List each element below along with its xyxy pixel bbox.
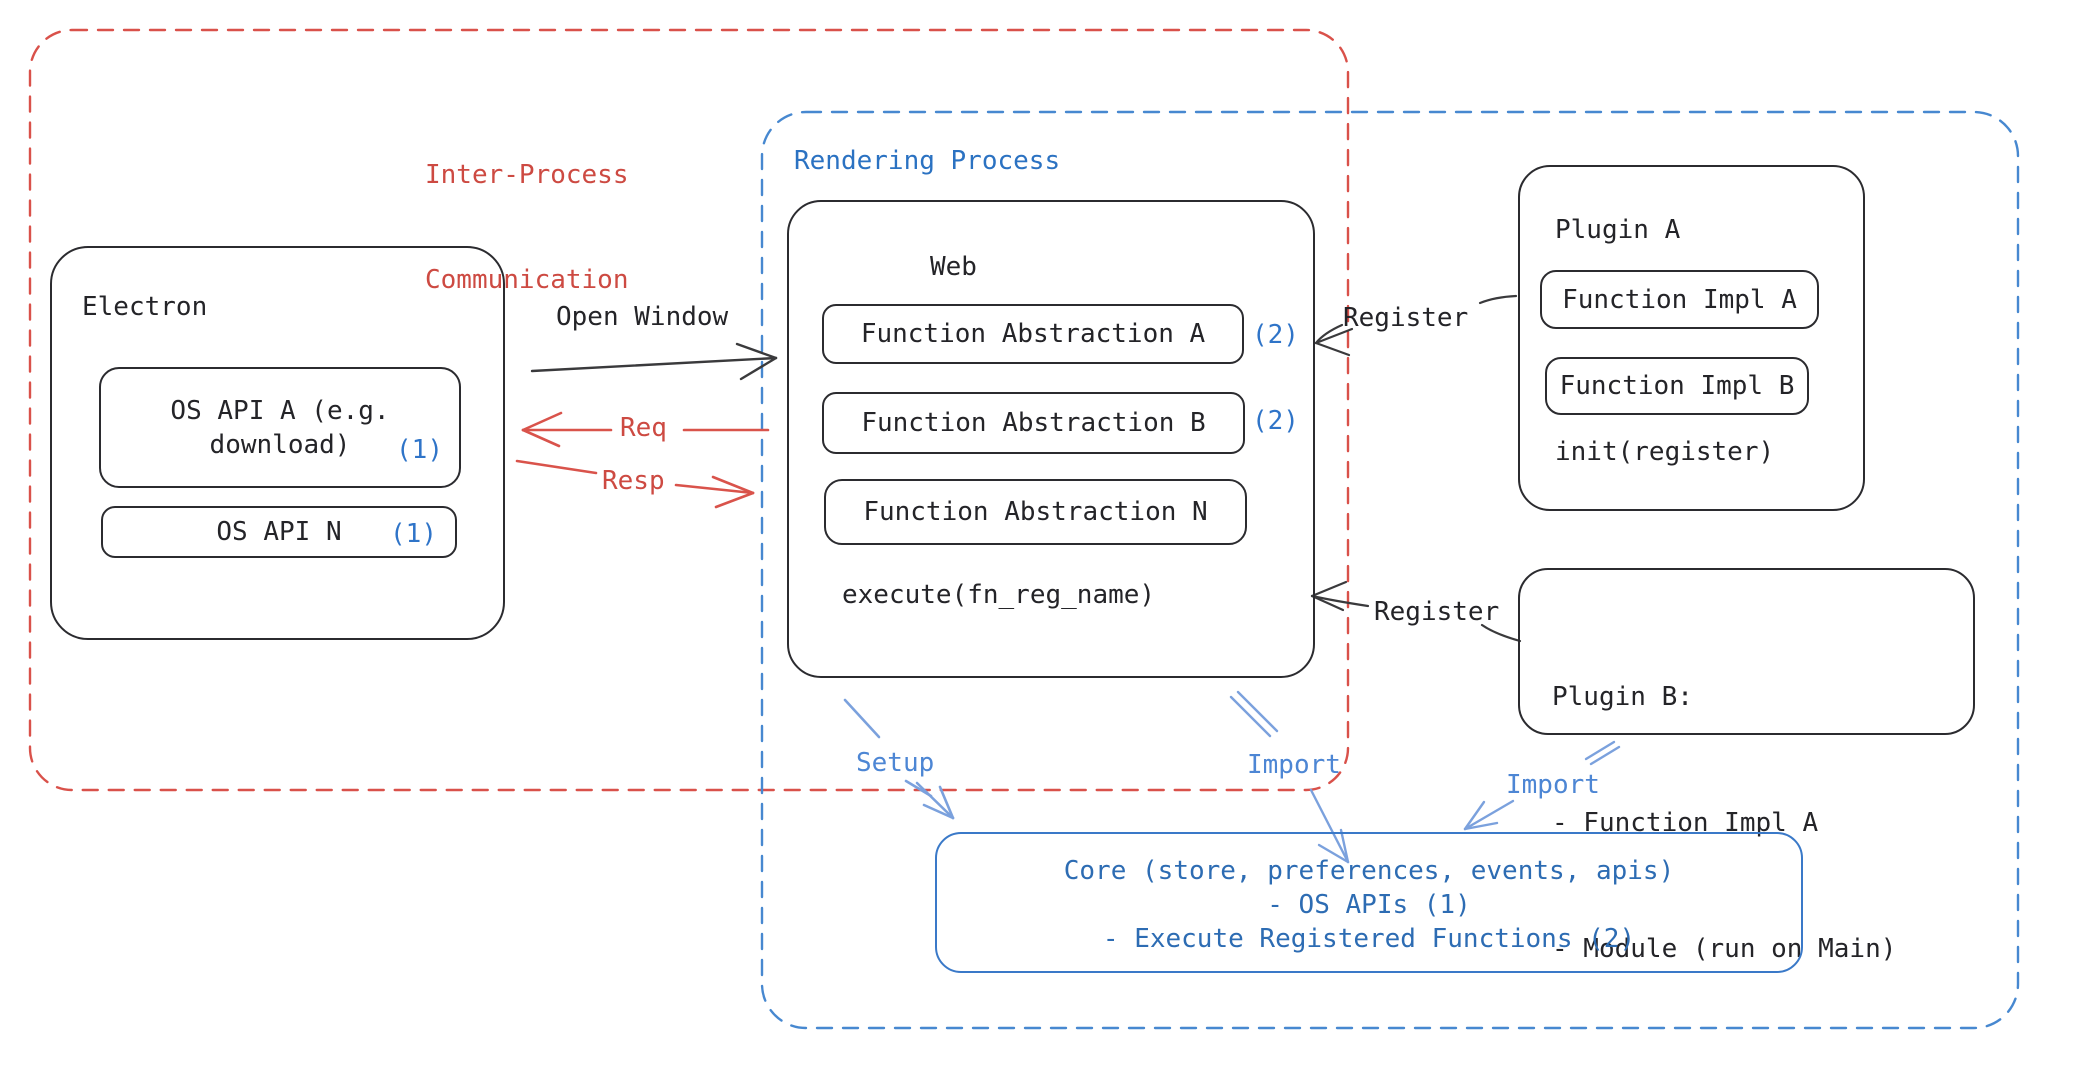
function-impl-a-box[interactable]: Function Impl A [1540, 270, 1819, 329]
import-plugin-b-label: Import [1506, 770, 1600, 800]
core-line2: - OS APIs (1) [1267, 890, 1471, 920]
plugin-b-text: Plugin B: - Function Impl A - Module (ru… [1552, 592, 1896, 1054]
ipc-region-label-line2: Communication [425, 265, 629, 295]
function-abstraction-a-box[interactable]: Function Abstraction A [822, 304, 1244, 364]
function-impl-b-box[interactable]: Function Impl B [1545, 357, 1809, 415]
register-plugin-b-label: Register [1374, 597, 1500, 627]
plugin-b-box[interactable]: Plugin B: - Function Impl A - Module (ru… [1518, 568, 1975, 964]
plugin-b-item-2: - Module (run on Main) [1552, 934, 1897, 964]
function-abstraction-a-label: Function Abstraction A [860, 319, 1206, 349]
function-abstraction-a-badge: (2) [1252, 320, 1299, 350]
os-api-n-badge: (1) [390, 519, 437, 549]
function-abstraction-b-label: Function Abstraction B [861, 408, 1206, 438]
os-api-a-line1: OS API A (e.g. [170, 395, 390, 426]
function-abstraction-n-box[interactable]: Function Abstraction N [824, 479, 1247, 545]
core-box[interactable]: Core (store, preferences, events, apis) … [935, 832, 1803, 973]
plugin-a-title: Plugin A [1555, 215, 1681, 245]
register-arrow-plugin-b[interactable] [1310, 580, 1522, 643]
import-arrow-plugin-b[interactable] [1463, 740, 1621, 831]
ipc-region-label-line1: Inter-Process [425, 160, 629, 190]
os-api-n-label: OS API N [216, 517, 342, 547]
core-line3: - Execute Registered Functions (2) [1102, 924, 1636, 954]
os-api-a-label: OS API A (e.g. download) [170, 394, 389, 462]
plugin-a-box[interactable]: Plugin A Function Impl A Function Impl B… [1518, 165, 1865, 511]
resp-arrow[interactable] [515, 459, 755, 509]
core-line1: Core (store, preferences, events, apis) [1063, 856, 1675, 886]
function-abstraction-b-badge: (2) [1252, 406, 1299, 436]
rendering-process-boundary-box[interactable] [760, 110, 2020, 1030]
os-api-n-box[interactable]: OS API N (1) [101, 506, 457, 558]
register-arrow-plugin-a[interactable] [1314, 294, 1518, 357]
open-window-arrow[interactable] [530, 342, 778, 381]
web-box[interactable]: Web Function Abstraction A (2) Function … [787, 200, 1315, 678]
req-arrow-label: Req [620, 413, 667, 443]
ipc-region-label: Inter-Process Communication [425, 88, 629, 368]
web-title: Web [930, 252, 977, 282]
function-impl-b-label: Function Impl B [1559, 371, 1795, 401]
setup-arrow[interactable] [843, 698, 955, 820]
function-impl-a-label: Function Impl A [1562, 284, 1797, 315]
function-abstraction-b-box[interactable]: Function Abstraction B [822, 392, 1245, 454]
ipc-boundary-box[interactable] [28, 28, 1350, 792]
electron-title: Electron [82, 292, 208, 322]
plugin-a-init-label: init(register) [1555, 437, 1775, 467]
os-api-a-line2: download) [209, 429, 351, 460]
open-window-arrow-label: Open Window [556, 302, 729, 332]
rendering-process-label: Rendering Process [794, 146, 1061, 176]
electron-box[interactable]: Electron OS API A (e.g. download) (1) OS… [50, 246, 505, 640]
execute-label: execute(fn_reg_name) [842, 580, 1156, 610]
function-abstraction-n-label: Function Abstraction N [863, 497, 1208, 527]
os-api-a-box[interactable]: OS API A (e.g. download) (1) [99, 367, 461, 488]
register-plugin-a-label: Register [1343, 303, 1469, 333]
resp-arrow-label: Resp [602, 466, 665, 496]
import-arrow-web[interactable] [1229, 690, 1350, 864]
setup-arrow-label: Setup [856, 748, 935, 778]
import-web-label: Import [1247, 750, 1341, 780]
plugin-b-title: Plugin B: [1552, 682, 1693, 712]
req-arrow[interactable] [521, 411, 770, 448]
os-api-a-badge: (1) [396, 435, 443, 465]
